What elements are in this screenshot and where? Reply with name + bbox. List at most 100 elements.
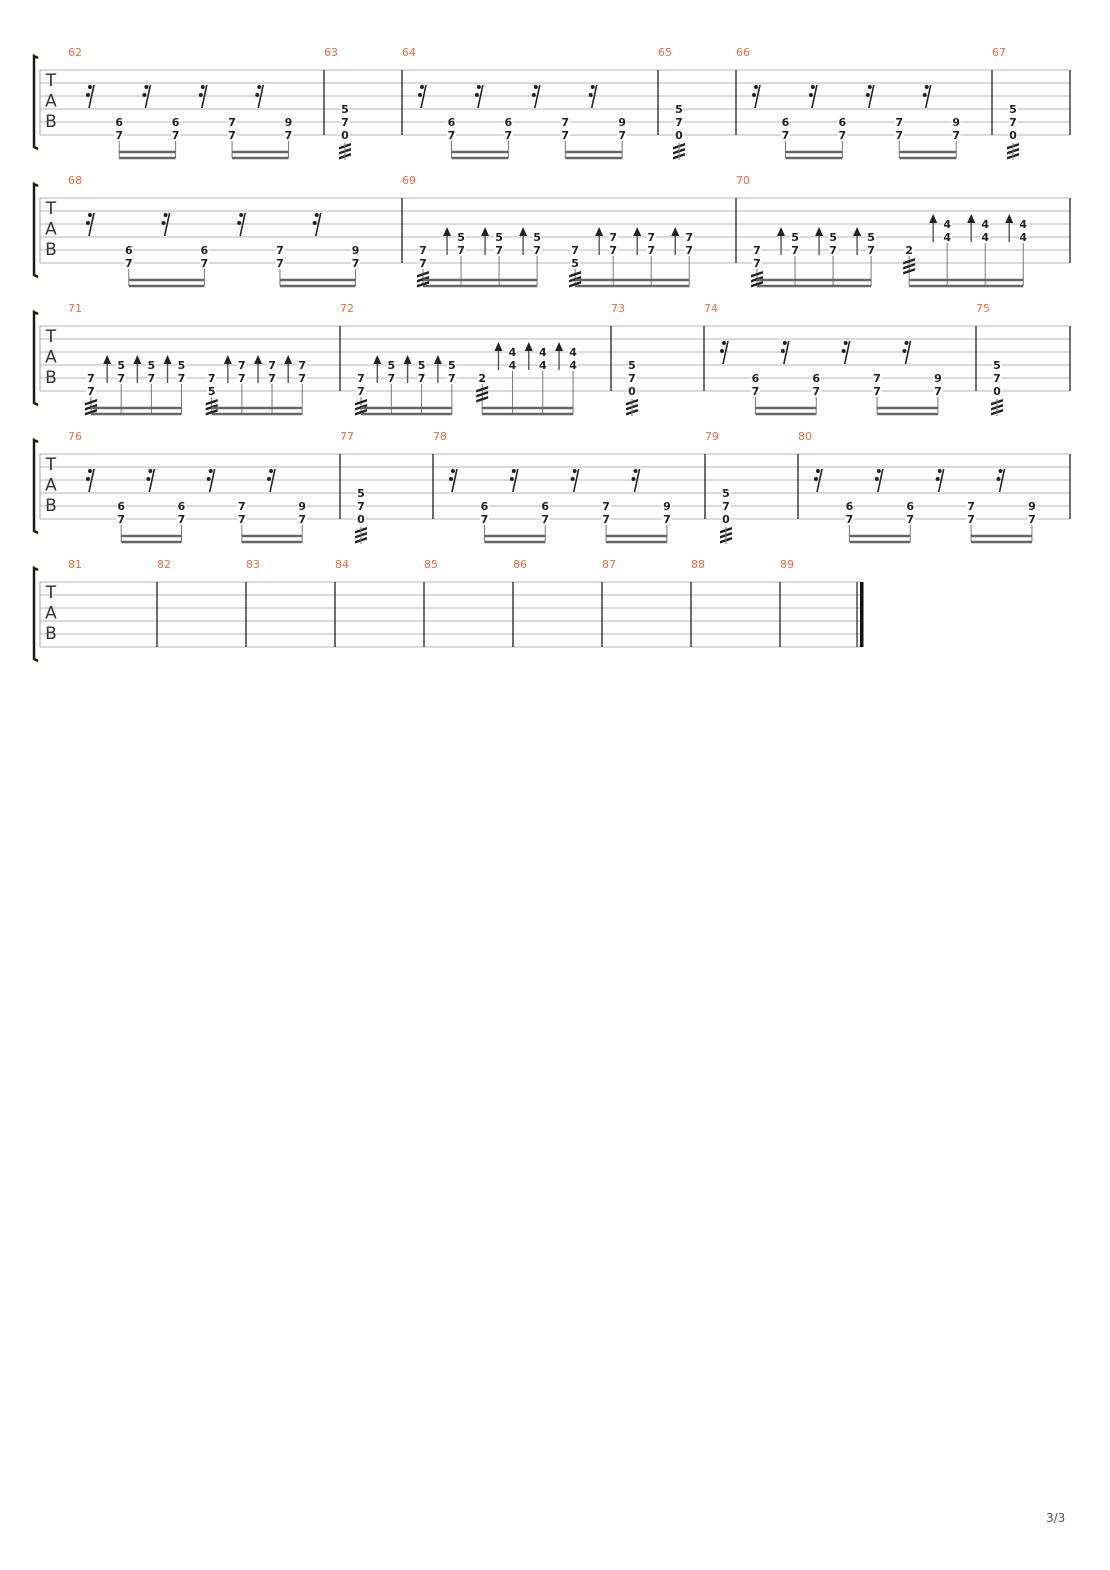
note-background [828,231,838,243]
rest-stem [816,468,823,493]
measure-number: 63 [324,46,338,59]
note-background [1018,231,1028,243]
note-background [811,372,821,384]
rest-flag-dot [924,85,929,89]
sixteenth-rest-icon [841,340,851,365]
fret-number: 7 [895,116,903,129]
upstroke-arrow-icon [223,355,232,383]
note-background [966,513,976,525]
fret-number: 5 [341,103,349,116]
sixteenth-rest-icon [588,84,598,109]
note-background [1018,218,1028,230]
fret-number: 5 [675,103,683,116]
note-background [283,129,293,141]
note-background [227,116,237,128]
measure-number: 85 [424,558,438,571]
rest-flag-dot [922,93,927,97]
rest-flag-dot [780,349,785,353]
note-background [177,359,187,371]
rest-stem [937,468,945,493]
tremolo-slash [417,271,429,278]
note-background [1027,513,1037,525]
fret-number: 5 [829,231,837,244]
note-background [844,500,854,512]
tremolo-slash [751,271,763,278]
fret-number: 4 [569,359,577,372]
note-background [532,244,542,256]
arrow-head [967,214,976,223]
rest-stem [477,84,484,109]
fret-number: 7 [418,372,426,385]
fret-number: 7 [298,372,306,385]
fret-number: 0 [993,385,1001,398]
fret-number: 4 [539,359,547,372]
fret-number: 7 [993,372,1001,385]
tab-clef-letter: T [45,327,57,347]
note-background [568,359,578,371]
measure-number: 65 [658,46,672,59]
rest-stem [239,212,246,237]
fret-number: 7 [268,372,276,385]
fret-number: 7 [906,513,914,526]
fret-number: 7 [753,244,761,257]
rest-stem [201,84,208,109]
fret-number: 6 [201,244,209,257]
note-background [872,385,882,397]
rest-flag-dot [720,349,724,353]
arrow-head [1005,214,1014,223]
upstroke-arrow-icon [254,355,263,383]
sixteenth-rest-icon [509,468,519,493]
note-background [114,129,124,141]
beam-16th [849,534,911,544]
upstroke-arrow-icon [519,227,528,255]
fret-number: 4 [981,218,989,231]
sixteenth-rest-icon [449,468,458,493]
fret-number: 7 [238,513,246,526]
note-background [790,244,800,256]
note-background [992,372,1002,384]
fret-number: 7 [571,244,579,257]
fret-number: 7 [561,129,569,142]
tremolo-picking-icon [1007,143,1019,160]
rest-stem [811,84,818,109]
note-background [237,372,247,384]
tab-system: TAB6267677797635706467677797655706667677… [32,46,1071,160]
sixteenth-rest-icon [720,340,729,365]
fret-number: 5 [418,359,426,372]
sixteenth-rest-icon [902,340,912,365]
upstroke-arrow-icon [853,227,862,255]
fret-number: 4 [943,218,951,231]
fret-number: 7 [541,513,549,526]
upstroke-arrow-icon [595,227,604,255]
fret-number: 6 [178,500,186,513]
measure-number: 83 [246,558,260,571]
rest-stem [843,340,851,365]
fret-number: 6 [505,116,513,129]
note-background [942,231,952,243]
note-background [340,103,350,115]
tab-clef-letter: A [45,604,57,624]
fret-number: 7 [115,129,123,142]
measure: 82 [157,558,171,571]
rest-flag-dot [533,85,538,89]
beam-16th [128,278,205,288]
beam-16th [279,278,356,288]
fret-number: 6 [125,244,133,257]
sixteenth-rest-icon [814,468,823,493]
rest-flag-dot [814,477,818,481]
tab-clef-letter: T [45,583,57,603]
note-background [356,385,366,397]
fret-number: 7 [867,244,875,257]
arrow-head [403,355,412,364]
sixteenth-rest-icon [86,212,95,237]
upstroke-arrow-icon [433,355,442,383]
measure-number: 74 [704,302,718,315]
fret-number: 7 [839,129,847,142]
fret-number: 7 [561,116,569,129]
fret-number: 7 [178,513,186,526]
